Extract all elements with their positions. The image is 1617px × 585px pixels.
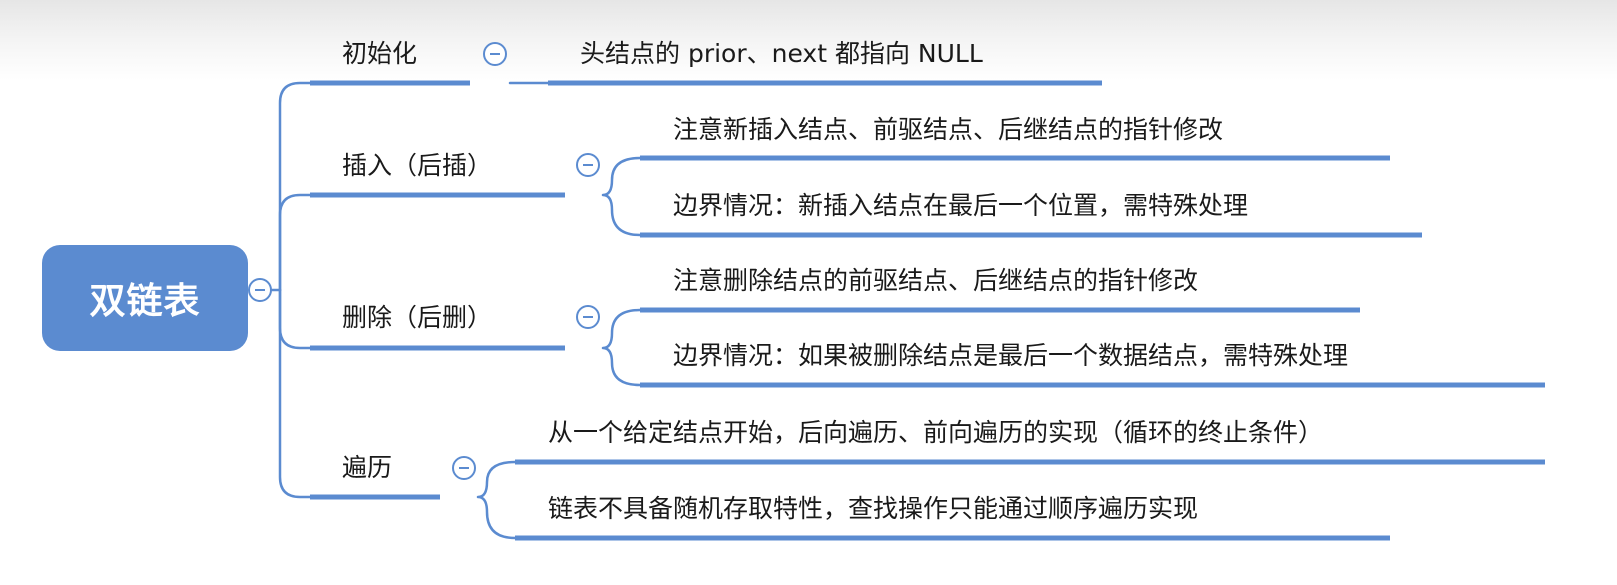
child-init-0[interactable]: 头结点的 prior、next 都指向 NULL (580, 39, 983, 68)
child-insert-0[interactable]: 注意新插入结点、前驱结点、后继结点的指针修改 (673, 115, 1224, 144)
trunk-curve-traverse (278, 288, 312, 499)
branch-label-delete[interactable]: 删除（后删） (342, 303, 493, 332)
delete-children-connector (601, 308, 642, 387)
branch-label-init[interactable]: 初始化 (342, 39, 418, 68)
root-node[interactable]: 双链表 (42, 245, 248, 351)
root-label: 双链表 (89, 281, 201, 322)
init-collapse-icon[interactable] (483, 42, 507, 66)
child-delete-1[interactable]: 边界情况：如果被删除结点是最后一个数据结点，需特殊处理 (673, 341, 1349, 370)
branch-label-insert[interactable]: 插入（后插） (342, 151, 493, 180)
traverse-children-connector (476, 460, 517, 540)
child-traverse-0[interactable]: 从一个给定结点开始，后向遍历、前向遍历的实现（循环的终止条件） (548, 418, 1324, 447)
root-collapse-icon[interactable] (248, 278, 272, 302)
child-insert-1[interactable]: 边界情况：新插入结点在最后一个位置，需特殊处理 (673, 191, 1249, 220)
insert-collapse-icon[interactable] (576, 153, 600, 177)
trunk-curve-init (278, 81, 312, 292)
trunk-curve-insert (278, 193, 312, 292)
insert-children-connector (601, 156, 642, 237)
child-traverse-1[interactable]: 链表不具备随机存取特性，查找操作只能通过顺序遍历实现 (548, 494, 1199, 523)
trunk-curve-delete (278, 288, 312, 350)
traverse-collapse-icon[interactable] (452, 456, 476, 480)
child-delete-0[interactable]: 注意删除结点的前驱结点、后继结点的指针修改 (673, 266, 1199, 295)
delete-collapse-icon[interactable] (576, 305, 600, 329)
branch-label-traverse[interactable]: 遍历 (342, 453, 393, 482)
